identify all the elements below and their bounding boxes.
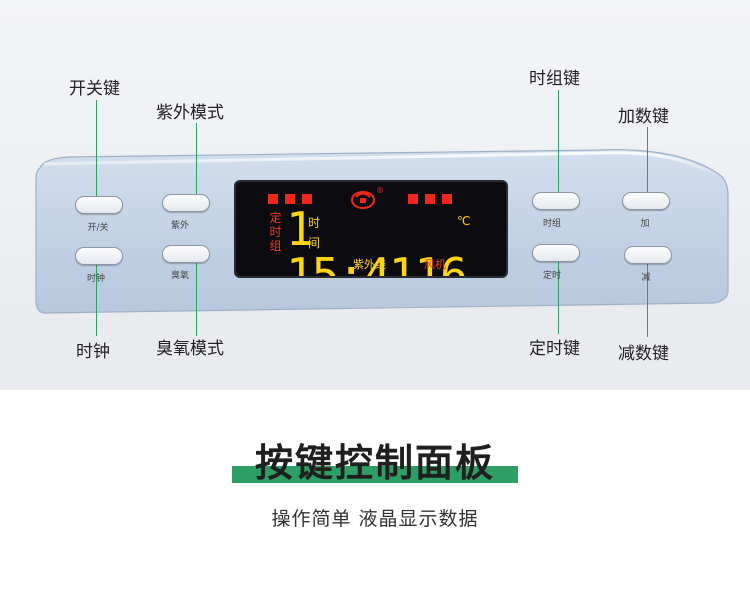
callout-ozone-mode: 臭氧模式 xyxy=(156,339,224,359)
minus-button-label: 减 xyxy=(641,273,651,283)
lcd-time-char-2: 间 xyxy=(308,236,321,250)
time-group-button[interactable] xyxy=(532,192,580,210)
callout-clock: 时钟 xyxy=(76,342,110,362)
callout-minus-key: 减数键 xyxy=(618,344,669,364)
page-subtitle: 操作简单 液晶显示数据 xyxy=(271,508,479,530)
power-button[interactable] xyxy=(75,196,123,214)
lcd-segment-square xyxy=(285,194,295,204)
plus-button[interactable] xyxy=(622,192,670,210)
lcd-timer-group-char-2: 时 xyxy=(269,225,282,239)
lcd-segment-square xyxy=(425,194,435,204)
page-title: 按键控制面板 xyxy=(254,441,495,485)
ozone-button-label: 臭氧 xyxy=(170,271,190,281)
lcd-segment-square xyxy=(268,194,278,204)
callout-line-minus xyxy=(647,255,648,337)
lcd-time-char-1: 时 xyxy=(308,216,321,230)
registered-mark: ® xyxy=(376,186,384,195)
lcd-segment-square xyxy=(302,194,312,204)
timer-button-label: 定时 xyxy=(542,271,562,281)
power-button-label: 开/关 xyxy=(87,223,109,233)
callout-line-uv xyxy=(196,123,197,201)
lcd-timer-group-char-3: 组 xyxy=(269,239,282,253)
lcd-segment-square xyxy=(408,194,418,204)
callout-time-group-key: 时组键 xyxy=(529,69,580,89)
uv-button[interactable] xyxy=(162,194,210,212)
lcd-temperature-unit: ℃ xyxy=(457,214,471,228)
plus-button-label: 加 xyxy=(640,219,650,229)
minus-button[interactable] xyxy=(624,246,672,264)
lcd-timer-group-char-1: 定 xyxy=(269,211,282,225)
callout-line-plus xyxy=(647,127,648,200)
callout-uv-mode: 紫外模式 xyxy=(156,103,224,123)
callout-power-key: 开关键 xyxy=(69,79,120,99)
callout-timer-key: 定时键 xyxy=(529,339,580,359)
time-group-button-label: 时组 xyxy=(542,219,562,229)
lcd-display: ® 定 时 组 时 间 1 15:4116 ℃ 紫外线 风机 xyxy=(234,180,508,278)
lcd-fan-label: 风机 xyxy=(424,258,446,271)
uv-button-label: 紫外 xyxy=(170,221,190,231)
callout-plus-key: 加数键 xyxy=(618,107,669,127)
callout-line-clock xyxy=(96,256,97,336)
lcd-uv-label: 紫外线 xyxy=(353,258,386,271)
callout-line-power xyxy=(96,100,97,203)
clock-button-label: 时钟 xyxy=(86,274,106,284)
callout-line-time-group xyxy=(558,90,559,200)
callout-line-ozone xyxy=(196,254,197,336)
product-photo: 开关键 紫外模式 时钟 臭氧模式 时组键 加数键 定时键 减数键 开/关 紫外 … xyxy=(0,0,750,390)
clock-button[interactable] xyxy=(75,247,123,265)
timer-button[interactable] xyxy=(532,244,580,262)
title-underline xyxy=(232,466,518,483)
ozone-button[interactable] xyxy=(162,245,210,263)
brand-logo-icon xyxy=(351,191,375,209)
lcd-digits: 1 15:4116 xyxy=(286,202,468,278)
lcd-segment-square xyxy=(442,194,452,204)
callout-line-timer xyxy=(558,252,559,334)
